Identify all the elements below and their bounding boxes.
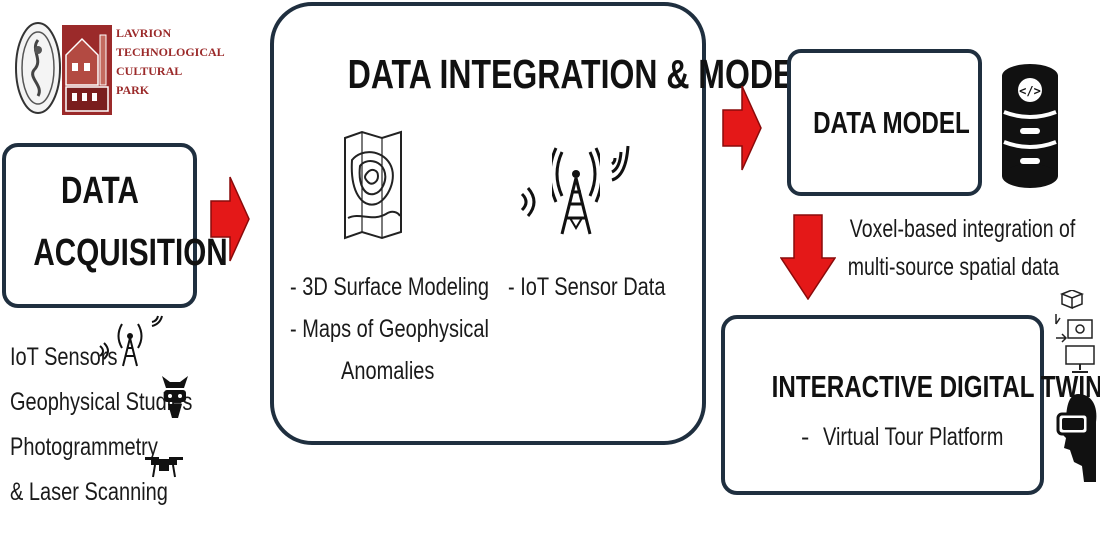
list-item: & Laser Scanning bbox=[10, 478, 168, 506]
park-name-line: LAVRION bbox=[116, 26, 172, 40]
university-seal-icon bbox=[14, 20, 62, 116]
list-item: IoT Sensors bbox=[10, 343, 118, 371]
digital-twin-box: INTERACTIVE DIGITAL TWIN - Virtual Tour … bbox=[721, 315, 1100, 495]
wifi-signal-icon bbox=[98, 340, 112, 362]
integration-title: DATA INTEGRATION & MODELING bbox=[347, 51, 871, 97]
flow-arrow-right bbox=[722, 85, 762, 171]
list-item: Anomalies bbox=[341, 357, 435, 385]
list-item: Photogrammetry bbox=[10, 433, 158, 461]
cube-monitor-icon bbox=[1052, 290, 1096, 374]
data-acquisition-box: DATA ACQUISITION bbox=[2, 143, 228, 308]
vr-headset-icon bbox=[1056, 392, 1100, 486]
digital-twin-bullet: - bbox=[801, 423, 810, 451]
park-name-line: PARK bbox=[116, 83, 150, 97]
list-item: Geophysical Studies bbox=[10, 388, 193, 416]
geophysics-robot-icon bbox=[160, 374, 190, 424]
park-building-logo-icon bbox=[62, 25, 112, 115]
list-item: - 3D Surface Modeling bbox=[290, 273, 489, 301]
radio-tower-icon bbox=[552, 146, 600, 238]
drone-icon bbox=[143, 455, 185, 479]
data-integration-box: DATA INTEGRATION & MODELING bbox=[270, 2, 871, 445]
park-name-line: TECHNOLOGICAL bbox=[116, 45, 225, 59]
list-item: - Maps of Geophysical bbox=[290, 315, 489, 343]
radio-tower-icon bbox=[115, 318, 145, 368]
digital-twin-item: Virtual Tour Platform bbox=[823, 423, 1004, 451]
flow-arrow-down bbox=[780, 214, 836, 300]
acquisition-list: IoT Sensors Geophysical Studies Photogra… bbox=[10, 335, 193, 515]
data-model-caption: Voxel-based integration of multi-source … bbox=[847, 215, 1076, 281]
database-code-icon: </> bbox=[1000, 62, 1060, 190]
acquisition-title-line1: DATA bbox=[60, 170, 139, 212]
park-name-logotype: LAVRION TECHNOLOGICAL CULTURAL PARK bbox=[116, 24, 225, 100]
data-model-box: DATA MODEL bbox=[787, 49, 982, 196]
wifi-signal-icon bbox=[518, 180, 540, 224]
digital-twin-title: INTERACTIVE DIGITAL TWIN bbox=[771, 369, 1100, 404]
acquisition-title-line2: ACQUISITION bbox=[33, 232, 228, 274]
flow-arrow-right bbox=[210, 176, 250, 262]
wifi-signal-icon bbox=[608, 140, 632, 184]
park-name-line: CULTURAL bbox=[116, 64, 183, 78]
topographic-map-icon bbox=[342, 130, 404, 240]
integration-right-list: - IoT Sensor Data bbox=[508, 266, 666, 308]
list-item: - IoT Sensor Data bbox=[508, 273, 666, 301]
wifi-signal-icon bbox=[150, 312, 166, 330]
data-model-title: DATA MODEL bbox=[813, 105, 970, 140]
svg-text:</>: </> bbox=[1019, 84, 1041, 98]
integration-left-list: - 3D Surface Modeling - Maps of Geophysi… bbox=[290, 266, 489, 392]
